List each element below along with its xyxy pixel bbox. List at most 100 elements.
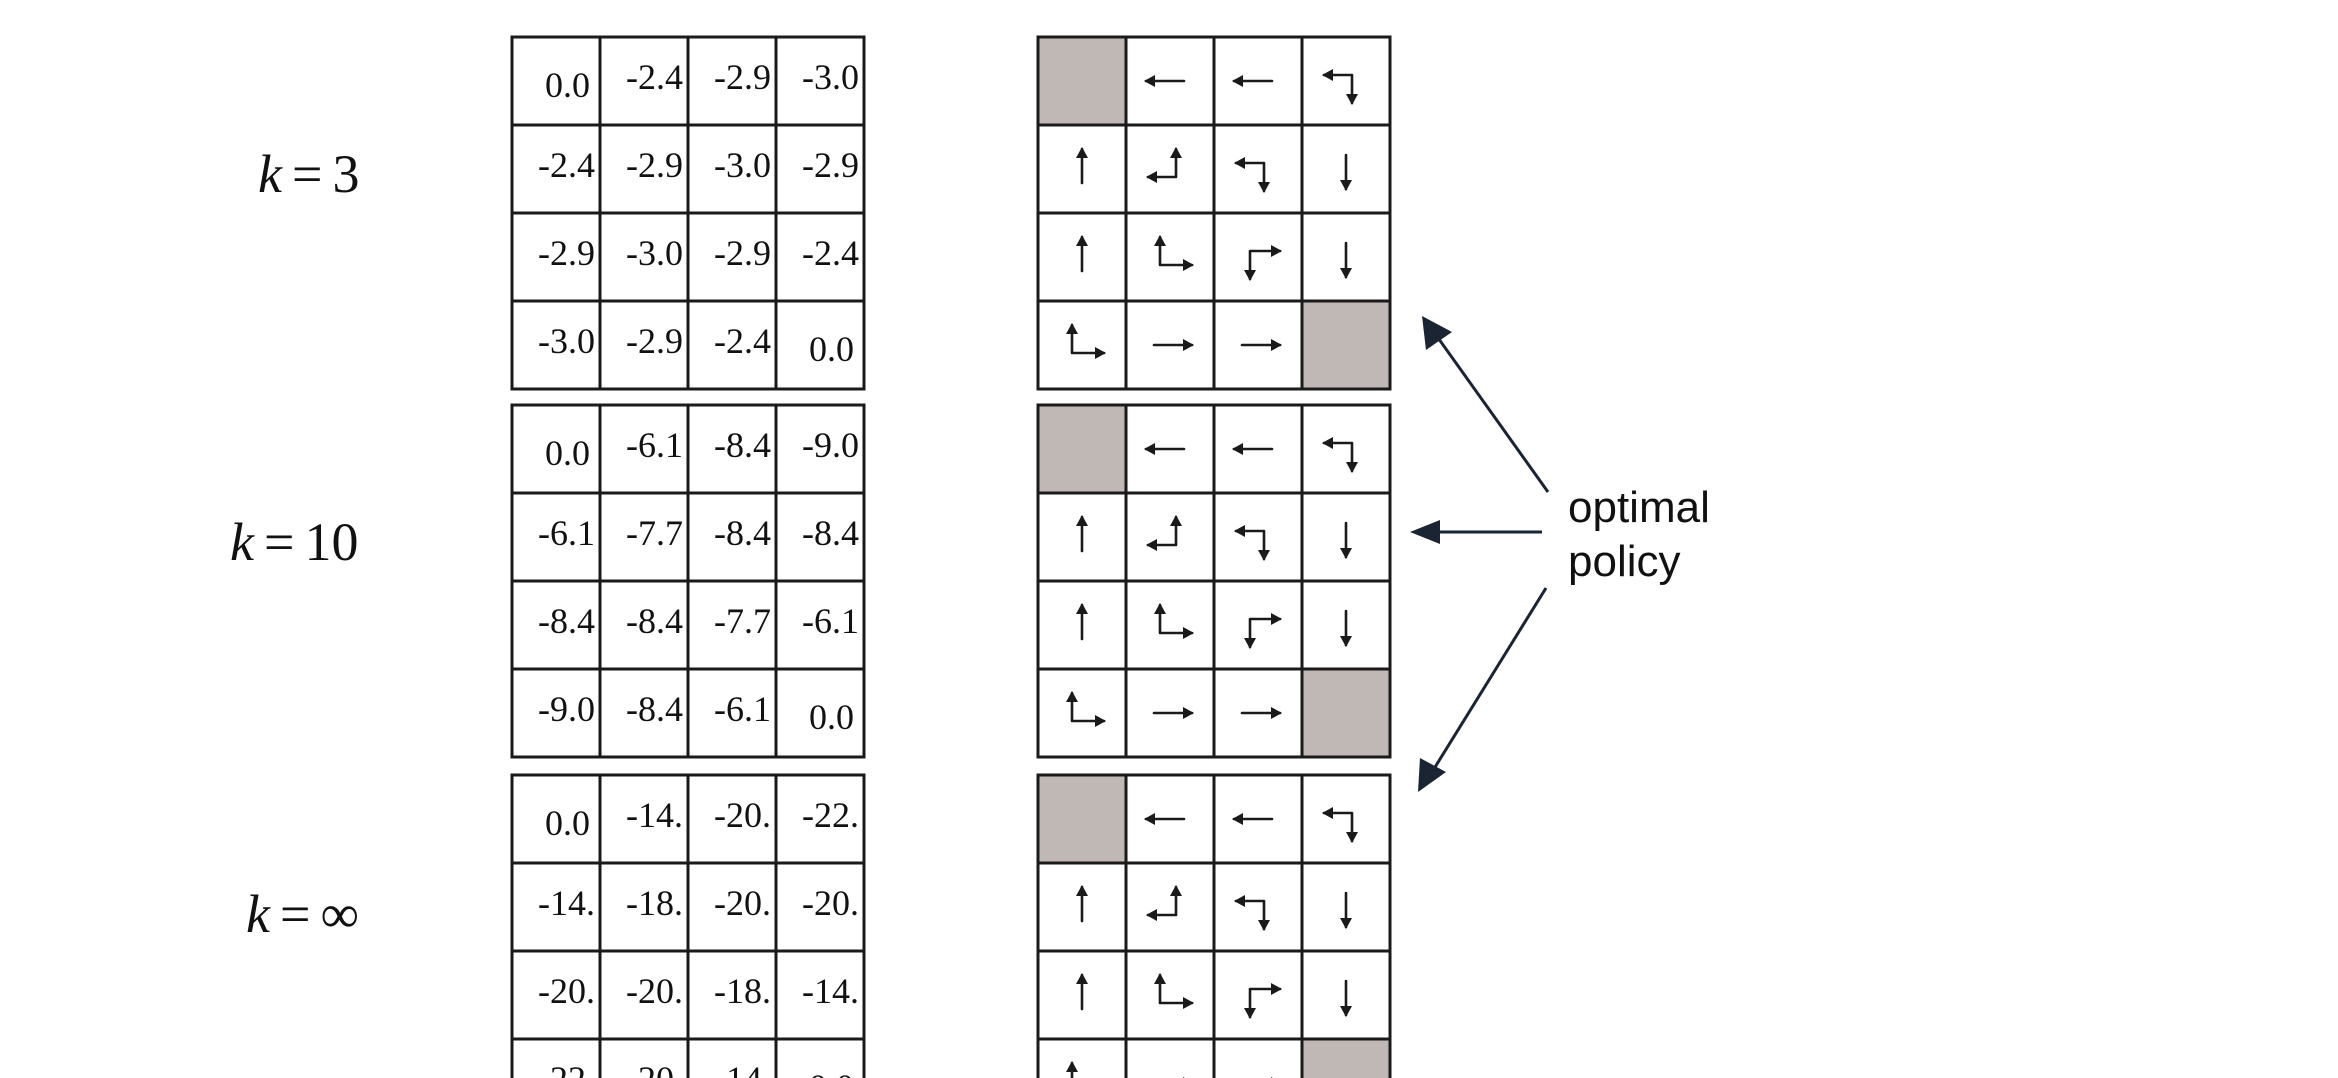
value-cell [774,299,866,391]
k-label-var: k [258,144,283,204]
arrow-right-icon [1240,707,1282,719]
arrow-left-down-icon [1234,525,1270,561]
arrow-up-right-icon [1066,691,1106,727]
value-cell-text: -7.7 [626,513,683,553]
value-cell [686,1037,778,1078]
value-cell-text: -6.1 [626,425,683,465]
terminal-state-cell [1036,35,1128,127]
policy-cell [1124,1037,1216,1078]
value-cell-text: -2.9 [626,145,683,185]
arrow-left-icon [1232,443,1274,455]
arrow-left-up-icon [1146,515,1182,551]
value-cell-text: -3.0 [626,233,683,273]
value-cell-text: -8.4 [714,513,771,553]
callout-arrowhead-middle [1410,520,1440,544]
k-label-eq: = [264,512,294,572]
arrow-left-down-icon [1234,157,1270,193]
value-cell-text: 0.0 [545,65,590,105]
arrow-left-down-icon [1234,895,1270,931]
policy-cell [1124,211,1216,303]
arrow-down-right-icon [1244,613,1282,649]
value-cell-text: -22. [802,795,859,835]
arrow-right-icon [1152,707,1194,719]
arrow-down-icon [1340,153,1352,191]
value-cell-text: -20. [714,883,771,923]
policy-grid [1036,773,1392,1078]
arrow-left-icon [1232,75,1274,87]
value-cell-text: -6.1 [538,513,595,553]
value-cell-text: -18. [626,883,683,923]
callout-arrow-bottom [1430,587,1548,773]
value-cell-text: -18. [714,971,771,1011]
callout-arrow-top [1434,334,1550,493]
policy-cell [1212,123,1304,215]
policy-grid [1036,35,1392,391]
policy-cell [1124,123,1216,215]
callout-label-line2: policy [1568,537,1681,586]
arrow-up-icon [1076,973,1088,1011]
arrow-down-icon [1340,891,1352,929]
arrow-up-right-icon [1154,603,1194,639]
policy-cell [1124,579,1216,671]
arrow-down-right-icon [1244,245,1282,281]
value-cell-text: -2.9 [626,321,683,361]
value-cell [774,1037,866,1078]
policy-grid [1036,403,1392,759]
arrow-right-icon [1152,339,1194,351]
k-label: k=10 [230,512,358,572]
policy-cell [1036,1037,1128,1078]
arrow-up-right-icon [1154,235,1194,271]
value-cell-text: 0.0 [545,803,590,843]
arrow-left-icon [1144,443,1186,455]
arrow-up-right-icon [1154,973,1194,1009]
arrow-up-icon [1076,885,1088,923]
value-cell-text: -2.4 [538,145,595,185]
arrow-left-down-icon [1322,437,1358,473]
value-cell-text: 0.0 [545,433,590,473]
value-cell-text: -2.4 [626,57,683,97]
value-cell-text: -8.4 [626,601,683,641]
value-cell [774,667,866,759]
value-grid: 0.0-2.4-2.9-3.0-2.4-2.9-3.0-2.9-2.9-3.0-… [510,35,866,391]
arrow-left-down-icon [1322,69,1358,105]
arrow-left-up-icon [1146,885,1182,921]
callout-arrows [1410,316,1550,792]
k-label-eq: = [292,144,322,204]
value-cell-text: -22. [538,1059,595,1078]
policy-cell [1212,861,1304,953]
k-label-var: k [246,884,271,944]
callout-label-line1: optimal [1568,483,1710,532]
value-cell-text: -2.9 [714,57,771,97]
value-cell-text: -8.4 [626,689,683,729]
value-cell-text: -2.4 [714,321,771,361]
arrow-left-icon [1144,813,1186,825]
value-cell-text: -14. [538,883,595,923]
value-cell-text: -2.9 [802,145,859,185]
value-cell-text: -9.0 [802,425,859,465]
arrow-right-icon [1240,339,1282,351]
arrow-up-right-icon [1066,323,1106,359]
arrow-left-down-icon [1322,807,1358,843]
k-label-var: k [230,512,255,572]
value-cell-text: -14. [714,1059,771,1078]
value-cell-text: -2.9 [714,233,771,273]
k-label-eq: = [280,884,310,944]
policy-cell [1212,491,1304,583]
policy-cell [1212,211,1304,303]
value-cell-text: -20. [714,795,771,835]
value-cell-text: -20. [802,883,859,923]
callout-arrowhead-bottom [1418,758,1446,792]
arrow-down-icon [1340,609,1352,647]
arrow-down-icon [1340,979,1352,1017]
value-grid: 0.0-14.-20.-22.-14.-18.-20.-20.-20.-20.-… [510,773,866,1078]
policy-cell [1124,861,1216,953]
value-cell-text: -6.1 [714,689,771,729]
value-cell-text: -2.9 [538,233,595,273]
arrow-left-up-icon [1146,147,1182,183]
callout-arrowhead-top [1422,316,1452,350]
policy-cell [1300,403,1392,495]
value-cell-text: -8.4 [714,425,771,465]
value-cell-text: -8.4 [802,513,859,553]
policy-cell [1124,949,1216,1041]
arrow-up-icon [1076,515,1088,553]
